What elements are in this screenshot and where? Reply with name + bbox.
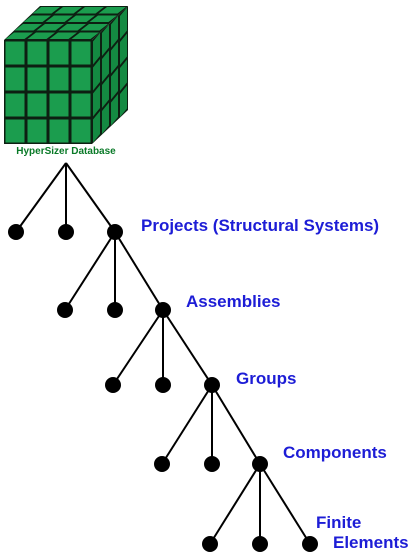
cube-tile — [45, 15, 73, 22]
cube-tile — [5, 119, 25, 143]
node-groups — [204, 377, 220, 393]
connector — [161, 384, 213, 465]
cube-tile — [120, 59, 127, 91]
cube-tile — [111, 68, 118, 100]
cube-tile — [93, 111, 100, 143]
cube-tile — [58, 24, 86, 31]
node — [57, 302, 73, 318]
tree-nodes — [8, 224, 318, 552]
node-assemblies — [155, 302, 171, 318]
cube-tile — [71, 32, 99, 39]
cube-tile — [5, 67, 25, 91]
cube-tile — [27, 67, 47, 91]
node — [202, 536, 218, 552]
cube-tile — [102, 76, 109, 108]
cube-tile — [5, 41, 25, 65]
cube-tile — [32, 7, 60, 14]
node — [155, 377, 171, 393]
cube-tile — [111, 16, 118, 48]
cube-tile — [102, 24, 109, 56]
node-finite-elements — [302, 536, 318, 552]
cube-tile — [49, 32, 77, 39]
cube-tile — [5, 93, 25, 117]
tree-connectors — [15, 162, 311, 545]
cube-tile — [102, 102, 109, 134]
green-cube-icon — [4, 6, 128, 144]
cube-tile — [27, 32, 55, 39]
cube-tile — [23, 15, 51, 22]
cube-tile — [102, 50, 109, 82]
connector — [64, 231, 116, 311]
node — [107, 302, 123, 318]
node — [58, 224, 74, 240]
cube-tile — [71, 67, 91, 91]
cube-tile — [71, 41, 91, 65]
connector — [162, 309, 213, 386]
cube-tile — [71, 119, 91, 143]
node — [105, 377, 121, 393]
cube-tile — [49, 119, 69, 143]
cube-tile — [54, 7, 82, 14]
cube-tile — [111, 42, 118, 74]
cube-tile — [93, 59, 100, 91]
cube-tile — [71, 93, 91, 117]
cube-tile — [89, 15, 117, 22]
cube-tile — [49, 93, 69, 117]
node — [252, 536, 268, 552]
cube-tile — [98, 7, 126, 14]
connector — [65, 162, 116, 233]
connector — [112, 309, 164, 386]
cube-tile — [14, 24, 42, 31]
node — [8, 224, 24, 240]
cube-tile — [49, 41, 69, 65]
cube-tile — [76, 7, 104, 14]
label-projects: Projects (Structural Systems) — [141, 216, 380, 235]
cube-tile — [120, 7, 127, 39]
cube-tile — [49, 67, 69, 91]
connector — [211, 384, 261, 465]
cube-tile — [80, 24, 108, 31]
cube-tile — [93, 85, 100, 117]
cube-tile — [27, 93, 47, 117]
node — [154, 456, 170, 472]
node-projects — [107, 224, 123, 240]
label-components: Components — [283, 443, 387, 462]
connector — [114, 231, 164, 311]
connector — [259, 463, 311, 545]
database-label: HyperSizer Database — [16, 146, 116, 157]
connector — [209, 463, 261, 545]
cube-tile — [111, 94, 118, 126]
cube-tile — [27, 41, 47, 65]
cube-tile — [5, 32, 33, 39]
cube-tile — [93, 33, 100, 65]
cube-tile — [120, 85, 127, 117]
node — [204, 456, 220, 472]
cube-tile — [36, 24, 64, 31]
cube-tile — [27, 119, 47, 143]
label-assemblies: Assemblies — [186, 292, 281, 311]
node-components — [252, 456, 268, 472]
connector — [15, 162, 67, 233]
cube-tile — [120, 33, 127, 65]
cube-tile — [67, 15, 95, 22]
label-groups: Groups — [236, 369, 297, 388]
label-elements: Elements — [333, 533, 409, 552]
label-finite: Finite — [316, 513, 362, 532]
